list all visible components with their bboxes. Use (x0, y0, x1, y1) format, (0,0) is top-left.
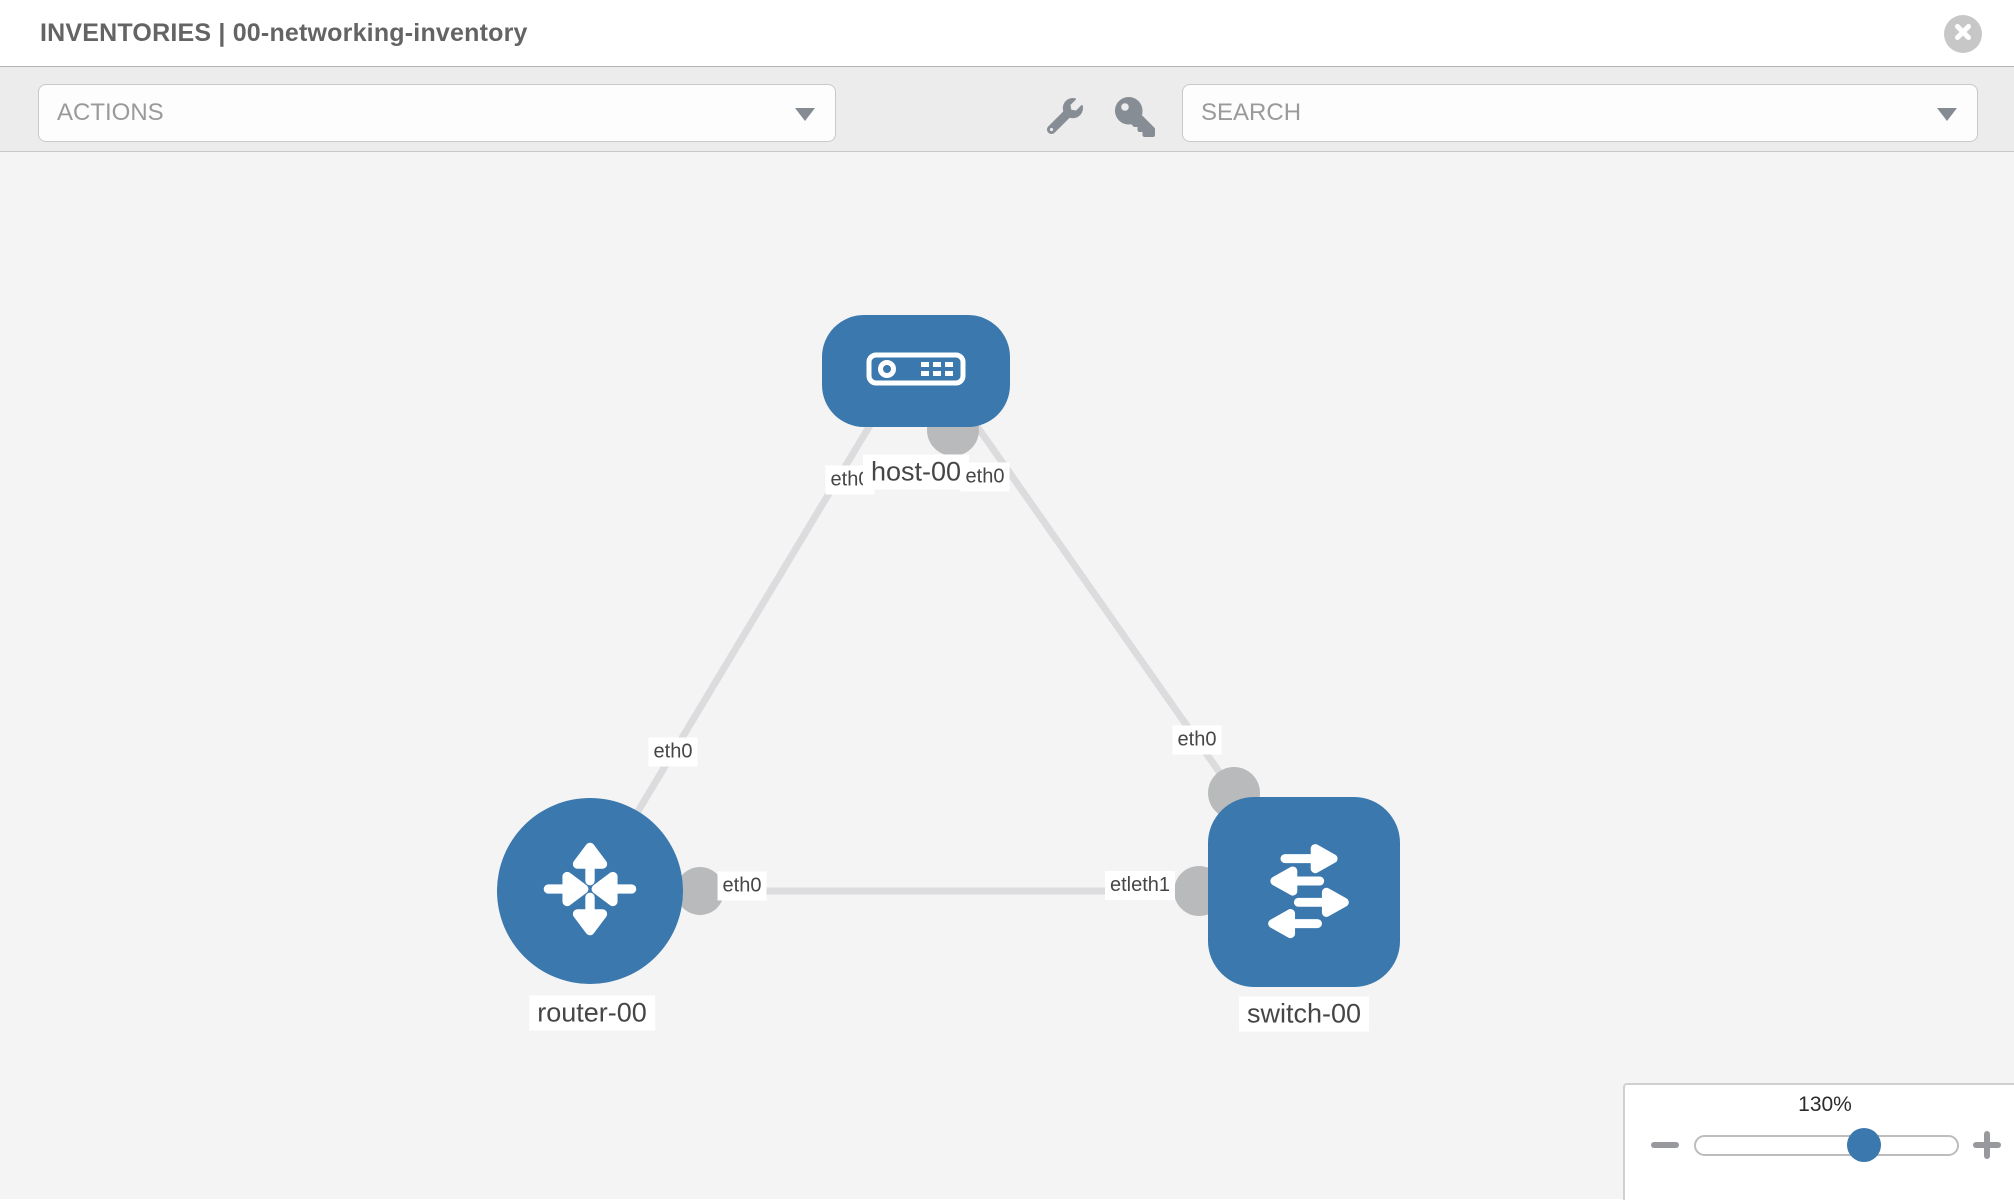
chevron-down-icon (1937, 108, 1957, 121)
actions-dropdown-label: ACTIONS (57, 99, 164, 126)
key-button[interactable] (1115, 97, 1155, 137)
page-title: INVENTORIES | 00-networking-inventory (40, 19, 528, 47)
node-label-host-00: host-00 (862, 454, 970, 490)
router-arrows-icon (538, 837, 642, 946)
topology-links-layer (587, 389, 1260, 916)
zoom-control-panel: 130% (1623, 1083, 2014, 1200)
interface-label-switch-back: etl (1105, 871, 1132, 900)
chevron-down-icon (795, 108, 815, 121)
zoom-in-button[interactable] (1973, 1131, 2001, 1159)
node-label-router-00: router-00 (529, 995, 655, 1031)
port-router-eth (676, 867, 724, 915)
zoom-level-label: 130% (1798, 1093, 1852, 1116)
wrench-icon (1047, 98, 1083, 134)
topology-canvas[interactable]: eth0 host-00 eth0 eth0 eth0 eth0 etl eth… (0, 152, 2014, 1200)
close-icon (1952, 21, 1974, 48)
search-dropdown-label: SEARCH (1201, 99, 1302, 126)
interface-label-router-port: eth0 (717, 871, 767, 901)
node-host-00[interactable] (822, 315, 1010, 427)
wrench-button[interactable] (1047, 98, 1083, 134)
interface-label-host-switch: eth0 (1172, 725, 1222, 755)
switch-arrows-icon-wrap[interactable] (1208, 797, 1400, 987)
key-icon (1115, 97, 1155, 137)
interface-label-switch-front: eth1 (1131, 871, 1176, 900)
zoom-slider-track[interactable] (1694, 1135, 1959, 1156)
interface-label-switch-port-group: etl eth1 (1105, 871, 1176, 900)
switch-arrows-icon (1248, 834, 1360, 951)
search-dropdown[interactable]: SEARCH (1182, 84, 1978, 142)
node-label-switch-00: switch-00 (1238, 996, 1370, 1032)
zoom-slider-thumb[interactable] (1847, 1128, 1881, 1162)
interface-label-host-router: eth0 (648, 737, 698, 767)
node-router-00[interactable] (497, 798, 683, 984)
server-icon (866, 352, 966, 391)
actions-dropdown[interactable]: ACTIONS (38, 84, 836, 142)
zoom-out-button[interactable] (1651, 1142, 1679, 1148)
close-button[interactable] (1944, 15, 1982, 53)
toolbar: ACTIONS SEARCH (0, 67, 2014, 152)
interface-label-host-right: eth0 (960, 462, 1010, 492)
page-header: INVENTORIES | 00-networking-inventory (0, 0, 2014, 67)
